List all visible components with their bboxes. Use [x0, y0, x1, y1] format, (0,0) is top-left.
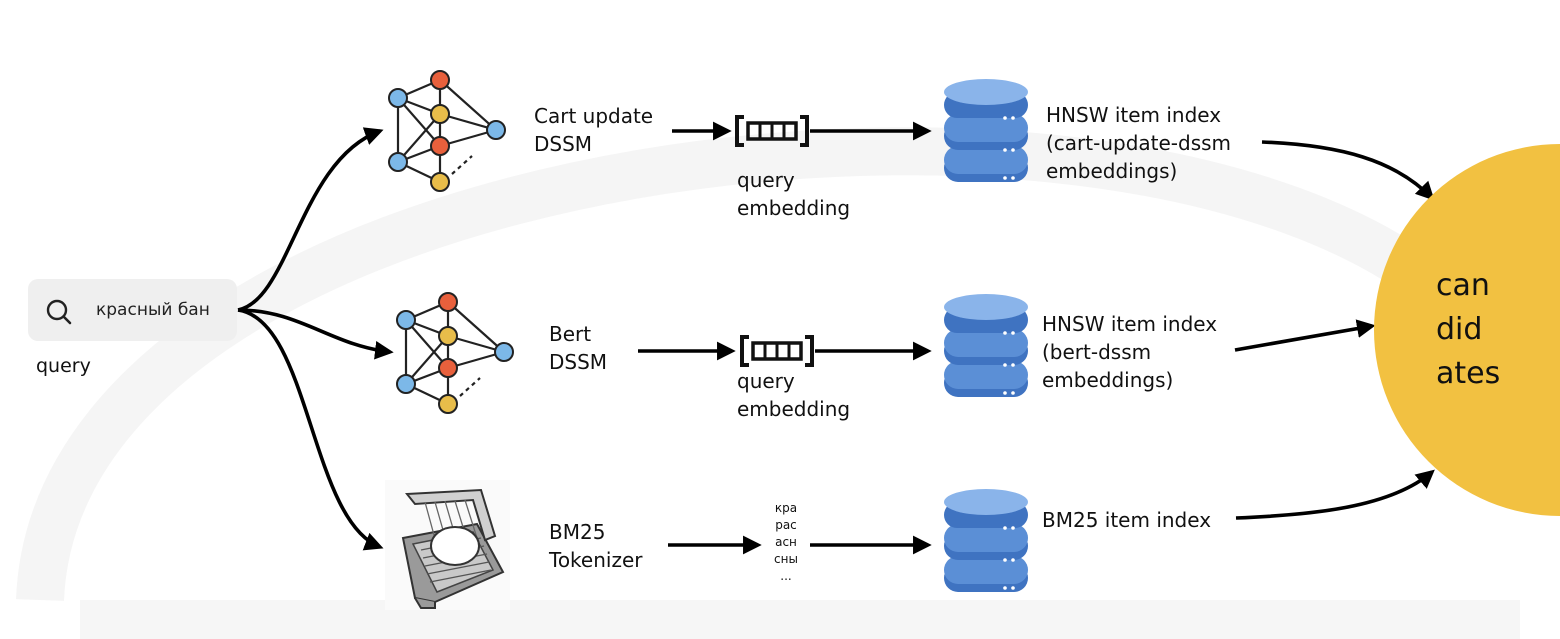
neural-network-icon	[396, 292, 514, 414]
cart-model-label-line-2: DSSM	[534, 132, 593, 156]
bm25-model-label: BM25 Tokenizer	[549, 518, 643, 574]
database-icon	[944, 294, 1028, 397]
cart-model-label: Cart update DSSM	[534, 102, 653, 158]
cart-index-label: HNSW item index (cart-update-dssm embedd…	[1046, 101, 1231, 185]
cart-model-label-line-1: Cart update	[534, 104, 654, 128]
token-item: ...	[780, 569, 792, 583]
vector-icon	[735, 115, 809, 147]
bert-embedding-label-line-2: embedding	[737, 397, 851, 421]
token-item: кра	[774, 501, 798, 515]
token-item: рас	[775, 518, 797, 532]
search-icon	[46, 299, 72, 325]
candidates-label: can did ates	[1436, 264, 1500, 396]
bert-embedding-label: query embedding	[737, 367, 850, 423]
database-icon	[944, 489, 1028, 592]
candidates-label-line-2: did	[1436, 312, 1483, 347]
token-list: кра рас асн сны ...	[756, 500, 816, 585]
search-query-text[interactable]: красный бан	[96, 300, 210, 320]
bert-embedding-label-line-1: query	[737, 369, 795, 393]
bert-model-label-line-2: DSSM	[549, 350, 608, 374]
vector-icon	[740, 335, 814, 367]
candidates-label-line-3: ates	[1436, 356, 1501, 391]
bert-model-label-line-1: Bert	[549, 322, 592, 346]
bm25-index-label: BM25 item index	[1042, 506, 1211, 534]
candidates-circle	[1374, 144, 1560, 516]
bert-index-label: HNSW item index (bert-dssm embeddings)	[1042, 310, 1217, 394]
bert-index-label-line-3: embeddings)	[1042, 368, 1174, 392]
bert-model-label: Bert DSSM	[549, 320, 607, 376]
neural-network-icon	[388, 70, 506, 192]
bm25-model-label-line-2: Tokenizer	[549, 548, 643, 572]
arrow-bm25-index-to-candidates	[1235, 469, 1435, 520]
token-item: асн	[775, 535, 797, 549]
query-caption: query	[36, 355, 91, 377]
egg-slicer-icon	[385, 480, 510, 610]
cart-index-label-line-1: HNSW item index	[1046, 103, 1222, 127]
arrow-query-to-bm25	[237, 308, 384, 551]
cart-embedding-label: query embedding	[737, 166, 850, 222]
cart-index-label-line-2: (cart-update-dssm	[1046, 131, 1232, 155]
search-box[interactable]	[28, 279, 237, 341]
bm25-index-label-line-1: BM25 item index	[1042, 508, 1212, 532]
arrow-cart-index-to-candidates	[1261, 140, 1435, 201]
database-icon	[944, 79, 1028, 182]
bm25-model-label-line-1: BM25	[549, 520, 606, 544]
arrow-query-to-cart-dssm	[237, 127, 384, 312]
arrow-query-to-bert-dssm	[237, 308, 394, 360]
bert-index-label-line-1: HNSW item index	[1042, 312, 1218, 336]
candidates-label-line-1: can	[1436, 268, 1490, 303]
cart-embedding-label-line-1: query	[737, 168, 795, 192]
arrow-bert-index-to-candidates	[1234, 319, 1376, 352]
bert-index-label-line-2: (bert-dssm	[1042, 340, 1152, 364]
cart-index-label-line-3: embeddings)	[1046, 159, 1178, 183]
token-item: сны	[774, 552, 798, 566]
cart-embedding-label-line-2: embedding	[737, 196, 851, 220]
